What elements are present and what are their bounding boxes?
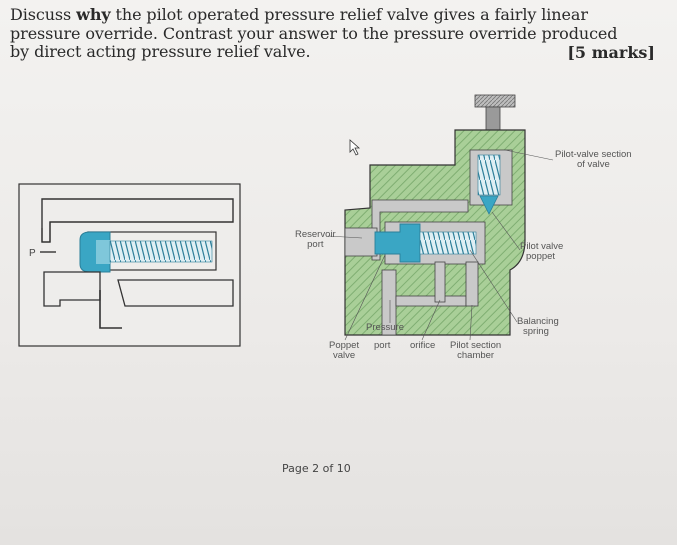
symbol-p-label: P xyxy=(29,248,36,259)
label-pilot-section-chamber: Pilot section chamber xyxy=(450,340,502,361)
question-line-3: by direct acting pressure relief valve. xyxy=(10,42,311,61)
adjusting-knob-icon xyxy=(474,94,516,108)
pilot-poppet-icon xyxy=(479,195,499,215)
label-port: port xyxy=(374,340,391,351)
cursor-icon xyxy=(349,139,361,156)
spring-icon xyxy=(109,240,213,263)
label-pressure: Pressure xyxy=(366,322,405,333)
label-balancing-spring: Balancing spring xyxy=(517,316,559,337)
balancing-spring-icon xyxy=(419,231,477,255)
question-line-2: pressure override. Contrast your answer … xyxy=(10,23,618,43)
page-number: Page 2 of 10 xyxy=(282,462,351,475)
label-pilot-valve-poppet: Pilot valve poppet xyxy=(520,241,564,262)
label-orifice: orifice xyxy=(410,340,436,351)
marks-label: [5 marks] xyxy=(567,43,655,62)
question-line-1: Discuss why the pilot operated pressure … xyxy=(10,5,588,24)
pilot-spring-icon xyxy=(477,154,501,196)
label-reservoir-port: Reservoir port xyxy=(295,229,336,250)
main-poppet-icon xyxy=(374,223,421,263)
emphasis-why: why xyxy=(76,5,111,24)
question-text: Discuss why the pilot operated pressure … xyxy=(10,5,660,62)
label-poppet-valve: Poppet valve xyxy=(329,340,360,361)
direct-valve-symbol: P xyxy=(18,183,241,347)
pilot-valve-cutaway xyxy=(327,94,554,341)
label-pilot-valve-section: Pilot-valve section of valve xyxy=(555,149,632,170)
